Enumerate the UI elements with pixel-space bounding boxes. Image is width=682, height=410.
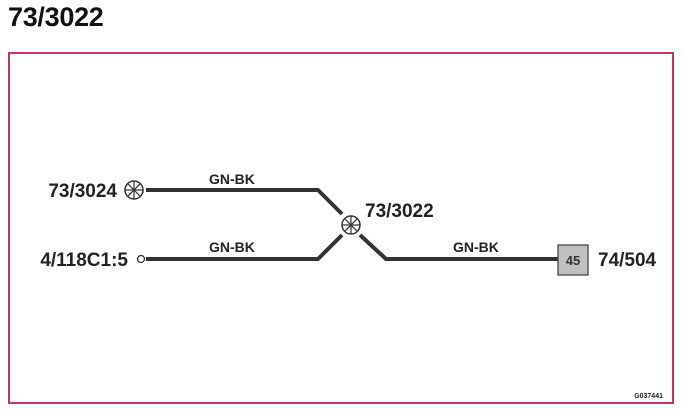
connector-box-icon[interactable] (557, 244, 589, 276)
node-label-top-left: 73/3024 (48, 181, 117, 202)
wire-right[interactable] (358, 233, 558, 261)
page-title: 73/3022 (8, 2, 104, 32)
wire-top-label: GN-BK (209, 171, 255, 187)
node-label-right: 74/504 (598, 250, 657, 271)
node-label-bottom-left: 4/118C1:5 (40, 250, 128, 271)
drawing-id: G037441 (634, 393, 663, 400)
wire-bottom[interactable] (146, 233, 344, 261)
node-label-splice: 73/3022 (365, 201, 434, 222)
ground-point-icon[interactable] (124, 180, 144, 200)
open-terminal-icon[interactable] (136, 254, 146, 264)
splice-point-icon[interactable] (341, 215, 361, 235)
diagram-frame (8, 52, 674, 404)
wire-right-label: GN-BK (453, 239, 499, 255)
wire-top[interactable] (146, 188, 344, 216)
wire-bottom-label: GN-BK (209, 239, 255, 255)
connector-number: 45 (566, 253, 580, 268)
